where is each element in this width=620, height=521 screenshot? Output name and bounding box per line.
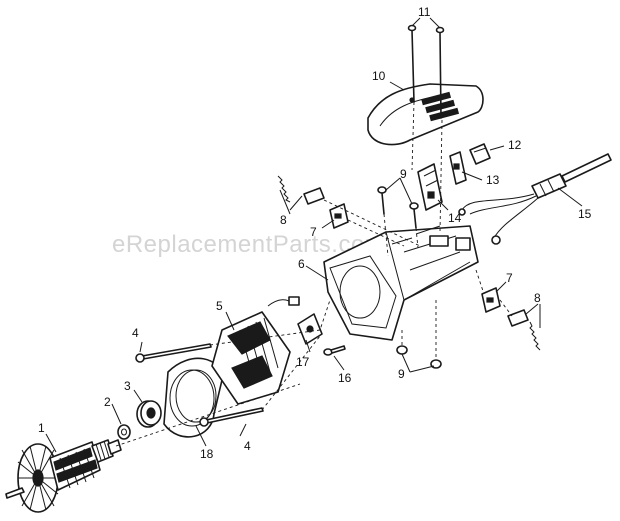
callout-5: 5 <box>216 299 223 313</box>
screw-lower-part <box>199 407 264 427</box>
switch-part <box>417 163 443 211</box>
callout-7-right: 7 <box>506 271 513 285</box>
brush-plate-part <box>297 313 323 345</box>
leader-lines <box>45 17 583 453</box>
callout-14: 14 <box>448 211 462 225</box>
baffle-part <box>163 357 223 438</box>
handle-cover-part <box>367 83 484 146</box>
callout-7-left: 7 <box>310 225 317 239</box>
bearing-part <box>136 400 162 428</box>
screw-upper-part <box>135 343 212 363</box>
cord-part <box>458 153 612 245</box>
armature-part <box>5 439 122 513</box>
callout-10: 10 <box>372 69 386 83</box>
field-part <box>211 296 300 405</box>
screw-16-part <box>323 345 346 356</box>
motor-housing-part <box>323 225 479 341</box>
watermark-text: eReplacementParts.com <box>112 231 385 258</box>
callout-8-left: 8 <box>280 213 287 227</box>
callout-6: 6 <box>298 257 305 271</box>
clip-12-part <box>469 143 491 165</box>
callout-3: 3 <box>124 379 131 393</box>
callout-15: 15 <box>578 207 592 221</box>
callout-9-upper: 9 <box>400 167 407 181</box>
brush-right-part <box>507 309 541 351</box>
callout-1: 1 <box>38 421 45 435</box>
brush-holder-left-part <box>329 203 349 229</box>
assembly-lines <box>115 101 513 447</box>
callout-16: 16 <box>338 371 352 385</box>
callout-11: 11 <box>418 5 431 19</box>
callout-17: 17 <box>296 355 310 369</box>
callout-4-upper: 4 <box>132 326 139 340</box>
callout-numbers: 1 2 3 4 5 4 18 17 16 6 8 7 9 10 11 12 13… <box>38 5 592 461</box>
callout-9-lower: 9 <box>398 367 405 381</box>
callout-2: 2 <box>104 395 111 409</box>
screws-9-upper-part <box>377 186 419 229</box>
terminal-13-part <box>449 151 467 185</box>
washer-part <box>117 424 131 440</box>
brush-holder-right-part <box>481 287 501 313</box>
brush-left-part <box>277 175 325 205</box>
callout-18: 18 <box>200 447 214 461</box>
callout-13: 13 <box>486 173 500 187</box>
callout-4-lower: 4 <box>244 439 251 453</box>
cover-screws-part <box>407 24 445 119</box>
callout-12: 12 <box>508 138 522 152</box>
callout-8-right: 8 <box>534 291 541 305</box>
